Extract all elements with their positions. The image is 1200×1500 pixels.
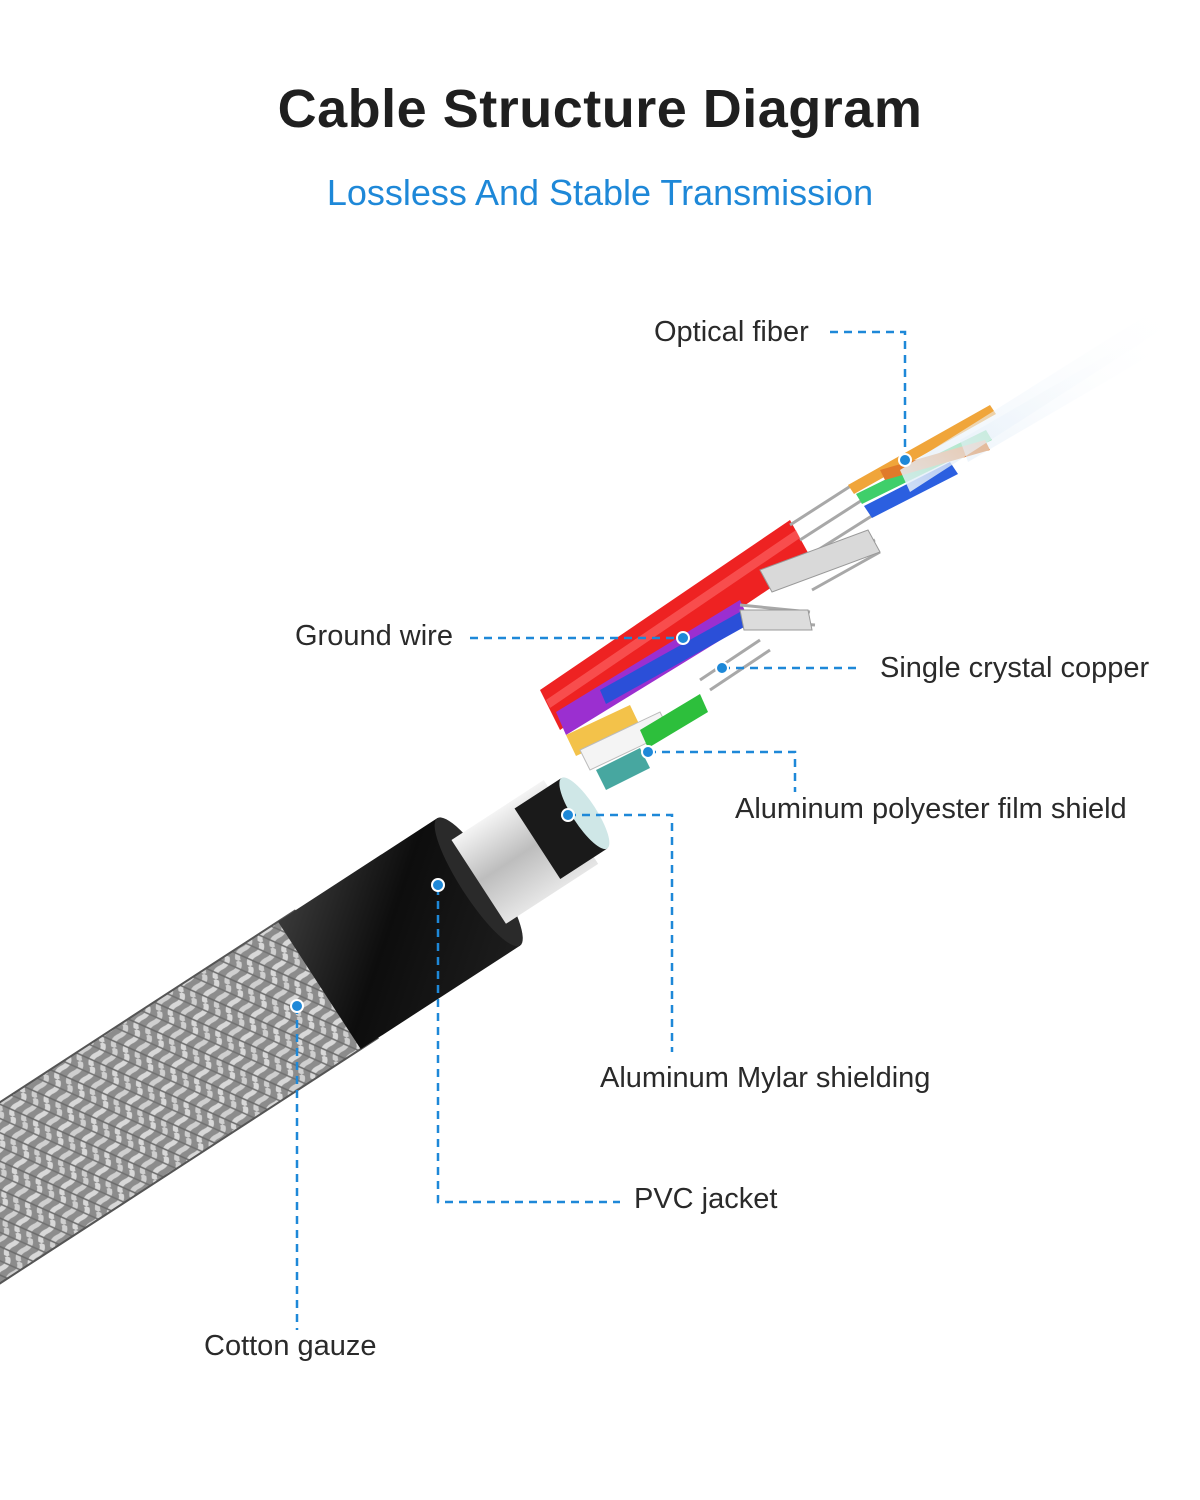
- page-subtitle: Lossless And Stable Transmission: [326, 172, 874, 213]
- anchor-dots: [290, 453, 912, 1013]
- leader-film-shield: [648, 750, 797, 792]
- dot-pvc-jacket: [431, 878, 445, 892]
- dot-mylar-shielding: [561, 808, 575, 822]
- page-title: Cable Structure Diagram: [277, 79, 923, 139]
- dot-single-crystal-copper: [715, 661, 729, 675]
- dot-cotton-gauze: [290, 999, 304, 1013]
- label-ground-wire: Ground wire: [295, 620, 453, 652]
- label-optical-fiber: Optical fiber: [654, 316, 809, 348]
- leader-lines: [295, 330, 907, 1330]
- inner-wires: [540, 300, 1180, 790]
- dot-film-shield: [641, 745, 655, 759]
- leader-mylar-shielding: [568, 813, 674, 1052]
- leader-optical-fiber: [830, 330, 907, 458]
- leader-pvc-jacket: [436, 887, 620, 1204]
- label-single-crystal-copper: Single crystal copper: [880, 652, 1150, 684]
- dot-ground-wire: [676, 631, 690, 645]
- label-aluminum-polyester-film-shield: Aluminum polyester film shield: [735, 793, 1127, 825]
- dot-optical-fiber: [898, 453, 912, 467]
- label-pvc-jacket: PVC jacket: [634, 1183, 778, 1215]
- label-cotton-gauze: Cotton gauze: [204, 1330, 377, 1362]
- label-aluminum-mylar-shielding: Aluminum Mylar shielding: [600, 1062, 931, 1094]
